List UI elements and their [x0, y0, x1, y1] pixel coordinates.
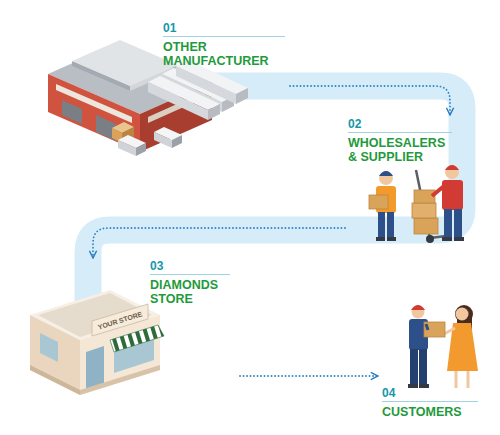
courier-cap [411, 305, 425, 310]
flow-arrow [240, 375, 378, 377]
worker-leg [387, 212, 394, 238]
courier-head [412, 306, 425, 319]
truck-side [118, 140, 136, 156]
worker-cap [445, 165, 459, 170]
step-text-group: 03DIAMONDS STORE [150, 260, 230, 306]
worker-shoe [387, 237, 396, 241]
worker-shirt [442, 180, 463, 210]
store-illustration [30, 290, 164, 395]
courier-shoe [419, 384, 429, 388]
step-heading: DIAMONDS STORE [150, 278, 230, 306]
customers-illustration [408, 305, 478, 388]
step-number: 04 [382, 387, 478, 402]
store-awning [110, 325, 164, 352]
cargo-box [414, 190, 435, 203]
hand-truck-wheel [426, 235, 434, 243]
trailer-side [176, 66, 236, 104]
cargo-box [412, 203, 436, 218]
step-heading: OTHER MANUFACTURER [163, 40, 285, 68]
customer-head [456, 308, 469, 321]
customer-leg [467, 371, 470, 388]
worker-head [445, 165, 459, 179]
worker-head [379, 171, 393, 185]
worker-shoe [442, 237, 452, 241]
worker-cap [379, 171, 393, 176]
step-text-group: 01OTHER MANUFACTURER [163, 22, 285, 68]
courier-leg [419, 349, 427, 385]
store-sign [92, 304, 148, 336]
trailer-side [148, 82, 208, 120]
worker-arm [432, 186, 444, 196]
trailer-end [208, 104, 220, 120]
step-heading: WHOLESALERS & SUPPLIER [348, 136, 452, 164]
carried-box [369, 195, 388, 209]
courier-shoe [408, 384, 418, 388]
customer-arm [444, 328, 455, 334]
store-base [80, 365, 160, 395]
worker-shoe [454, 237, 464, 241]
flow-step: 02WHOLESALERS & SUPPLIER [345, 115, 475, 242]
truck-end [172, 135, 182, 148]
flow-arrow [290, 86, 450, 115]
warehouse-door [62, 100, 82, 124]
step-heading: CUSTOMERS [382, 405, 478, 419]
step-number: 01 [163, 22, 285, 37]
store-base [30, 365, 80, 395]
courier-leg [410, 349, 418, 385]
small-truck [118, 135, 146, 156]
trailer-end [236, 88, 248, 104]
flow-arrow [93, 228, 345, 258]
small-truck [154, 127, 182, 148]
window-strip [56, 84, 132, 123]
customer-leg [455, 371, 458, 388]
step-number: 02 [348, 118, 452, 133]
worker-leg [444, 209, 452, 238]
flow-step: 04CUSTOMERS [378, 298, 482, 418]
flow-step: 01OTHER MANUFACTURER [35, 18, 290, 152]
cargo-box [414, 218, 438, 234]
step-number: 03 [150, 260, 230, 275]
store-window [40, 333, 58, 362]
flow-step: 03DIAMONDS STORE [28, 258, 240, 395]
truck-end [136, 143, 146, 156]
workers-illustration [369, 165, 464, 243]
step-text-group: 02WHOLESALERS & SUPPLIER [348, 118, 452, 164]
parcel-box [424, 322, 445, 337]
step-text-group: 04CUSTOMERS [382, 387, 478, 419]
store-wall [30, 315, 80, 395]
worker-shoe [376, 237, 385, 241]
connector-group [93, 86, 450, 376]
truck-side [154, 132, 172, 148]
worker-leg [378, 212, 385, 238]
courier-arm [426, 324, 428, 330]
worker-leg [454, 209, 462, 238]
